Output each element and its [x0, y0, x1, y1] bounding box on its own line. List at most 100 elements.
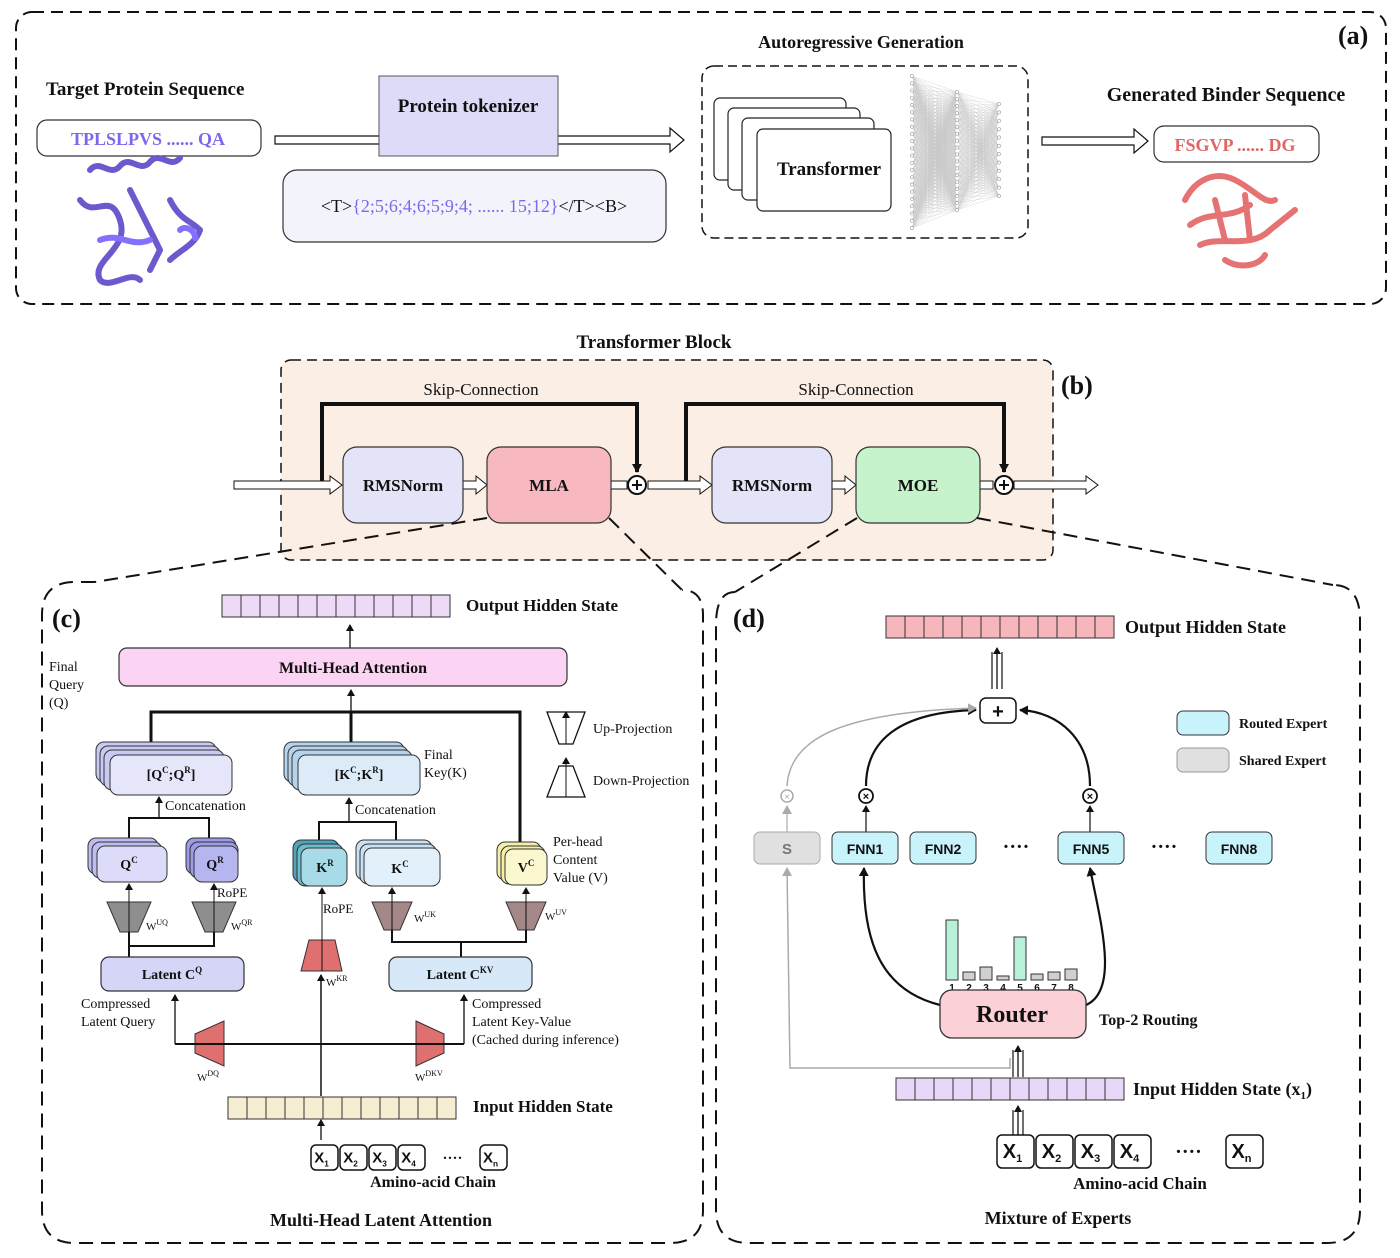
d-title: Mixture of Experts [985, 1208, 1132, 1228]
panel-d-tag: (d) [733, 604, 765, 633]
amino-token [1035, 1134, 1074, 1169]
router-bar-label: 3 [983, 983, 989, 994]
amino-token [339, 1144, 368, 1171]
output-cell [885, 615, 906, 639]
concat2-label: Concatenation [355, 803, 436, 818]
expert-fnn5 [1057, 831, 1125, 865]
svg-text:×: × [784, 792, 790, 803]
input-cell [436, 1096, 457, 1120]
output-cell [942, 615, 963, 639]
sum-node [979, 697, 1017, 724]
skip1-label: Skip-Connection [423, 380, 539, 399]
output-cell [316, 594, 337, 618]
c-chain-label: Amino-acid Chain [370, 1174, 496, 1191]
latent-ckv-box [388, 956, 533, 992]
output-cell [373, 594, 394, 618]
moe-box [855, 446, 981, 524]
input-cell [1066, 1077, 1087, 1101]
target-seq-box [36, 119, 262, 157]
output-cell [411, 594, 432, 618]
router-bar-label: 8 [1068, 983, 1074, 994]
output-cell [999, 615, 1020, 639]
skip2-label: Skip-Connection [798, 380, 914, 399]
panel-b: Transformer Block (b) Skip-Connection Sk… [94, 332, 1334, 593]
vc-stack: VC [496, 841, 548, 886]
output-cell [278, 594, 299, 618]
amino-token [368, 1144, 397, 1171]
tokenizer-box [378, 75, 559, 157]
input-cell [398, 1096, 419, 1120]
router-bar [962, 971, 976, 981]
input-cell [1104, 1077, 1125, 1101]
mha-label: Multi-Head Attention [279, 660, 427, 677]
output-cell [1094, 615, 1115, 639]
chain-ellipsis: ···· [1175, 1141, 1202, 1163]
input-cell [933, 1077, 954, 1101]
router-box [939, 989, 1087, 1039]
binder-seq: FSGVP ...... DG [1174, 135, 1295, 155]
input-cell [971, 1077, 992, 1101]
skip2-path [684, 402, 1009, 484]
output-cell [392, 594, 413, 618]
input-cell [1028, 1077, 1049, 1101]
svg-text:FNN8: FNN8 [1221, 841, 1258, 857]
d-output-state [885, 615, 1115, 639]
input-cell [417, 1096, 438, 1120]
rmsnorm2-label: RMSNorm [732, 476, 812, 495]
input-cell [1009, 1077, 1030, 1101]
input-cell [952, 1077, 973, 1101]
panel-b-tag: (b) [1061, 371, 1093, 400]
input-cell [303, 1096, 324, 1120]
output-cell [240, 594, 261, 618]
svg-text:[KC;KR]: [KC;KR] [335, 765, 384, 783]
mla-label: MLA [529, 476, 569, 495]
output-cell [335, 594, 356, 618]
input-cell [1047, 1077, 1068, 1101]
chain-ellipsis: ···· [442, 1151, 462, 1167]
latent-cq-box [100, 956, 245, 992]
input-cell [322, 1096, 343, 1120]
amino-token [996, 1134, 1035, 1169]
autoreg-title: Autoregressive Generation [758, 32, 964, 52]
svg-text:WUV: WUV [545, 908, 567, 923]
token-sequence: <T>{2;5;6;4;6;5;9;4; ...... 15;12}</T><B… [321, 196, 627, 216]
transformer-label: Transformer [777, 159, 882, 180]
up-projection-label: Up-Projection [593, 722, 672, 737]
router-bar-label: 5 [1017, 983, 1023, 994]
output-cell [961, 615, 982, 639]
svg-text:×: × [1087, 791, 1093, 803]
output-cell [221, 594, 242, 618]
target-seq: TPLSLPVS ...... QA [71, 129, 225, 149]
expert-fnn2 [909, 831, 977, 865]
qr-stack: QR [185, 837, 239, 883]
neural-net-icon [910, 74, 1001, 230]
rmsnorm1-label: RMSNorm [363, 476, 443, 495]
svg-text:FNN5: FNN5 [1073, 841, 1110, 857]
output-cell [297, 594, 318, 618]
router-bar-label: 7 [1051, 983, 1057, 994]
svg-text:WDKV: WDKV [415, 1069, 443, 1084]
amino-token [397, 1144, 426, 1171]
router-bar-label: 1 [949, 983, 955, 994]
panel-c: (c) Output Hidden State Multi-Head Atten… [41, 581, 704, 1244]
c-input-state [227, 1096, 457, 1120]
legend-shared-label: Shared Expert [1239, 754, 1327, 769]
input-cell [895, 1077, 916, 1101]
moe-label: MOE [898, 476, 939, 495]
router-bar [979, 966, 993, 981]
rope2-label: RoPE [323, 901, 353, 916]
token-box [282, 169, 667, 243]
router-bar-label: 6 [1034, 983, 1040, 994]
output-cell [980, 615, 1001, 639]
input-cell [284, 1096, 305, 1120]
arrow-generate [1041, 127, 1149, 155]
kr-stack: KR [292, 839, 348, 887]
output-cell [1056, 615, 1077, 639]
panel-d: (d) Output Hidden State + Routed Expert … [715, 584, 1361, 1244]
